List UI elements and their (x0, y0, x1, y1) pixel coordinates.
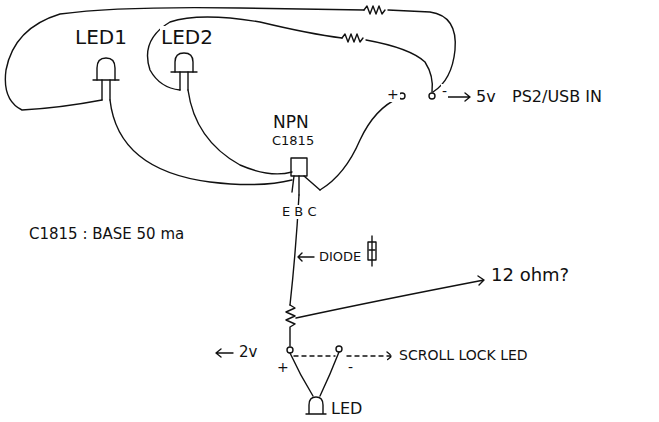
resistor-symbol (286, 305, 295, 346)
led-symbol (97, 58, 115, 80)
led-leg (102, 80, 110, 100)
wire (110, 100, 292, 185)
diode-symbol (371, 236, 372, 266)
polarity-sign: - (347, 360, 354, 375)
part-name: DIODE (318, 250, 362, 264)
wire (148, 17, 343, 90)
signal-name: SCROLL LOCK LED (398, 348, 529, 363)
dashed-line (294, 355, 335, 356)
resistor-symbol (364, 6, 385, 14)
transistor-leg (292, 176, 320, 195)
voltage-label: 2v (238, 344, 258, 361)
value-note: 12 ohm? (490, 265, 570, 285)
pointer-arrow (298, 253, 314, 261)
polarity-sign: + (386, 87, 400, 102)
wire (366, 40, 432, 92)
plug-terminal (399, 93, 405, 99)
plug-terminal (336, 346, 342, 352)
pointer-arrow (216, 349, 233, 357)
leader-line (296, 276, 484, 318)
part-type: NPN (272, 113, 310, 132)
led-symbol (171, 71, 197, 72)
polarity-sign: - (441, 84, 448, 99)
led-symbol (175, 53, 193, 72)
label-heading: LED1 (74, 26, 128, 48)
polarity-sign: + (276, 360, 290, 375)
part-number: C1815 (271, 134, 315, 148)
pointer-arrow (446, 93, 470, 101)
led-symbol (306, 397, 326, 414)
wire (388, 10, 455, 92)
transistor-symbol (291, 158, 307, 176)
diode-symbol (369, 249, 375, 250)
voltage-label: 5v (475, 88, 497, 106)
pointer-arrow (347, 352, 392, 360)
wire (320, 98, 399, 190)
wire (5, 8, 364, 110)
led-symbol (93, 79, 119, 80)
part-name: LED (330, 400, 363, 418)
resistor-symbol (342, 34, 363, 42)
plug-terminal (429, 93, 435, 99)
led-leg (180, 72, 188, 90)
note: C1815 : BASE 50 ma (28, 226, 185, 243)
plug-terminal (287, 347, 293, 353)
pin-names: E B C (281, 205, 317, 219)
input-name: PS2/USB IN (511, 88, 603, 106)
label-heading: LED2 (160, 26, 214, 48)
wire (188, 90, 292, 174)
led-leg (290, 352, 339, 396)
